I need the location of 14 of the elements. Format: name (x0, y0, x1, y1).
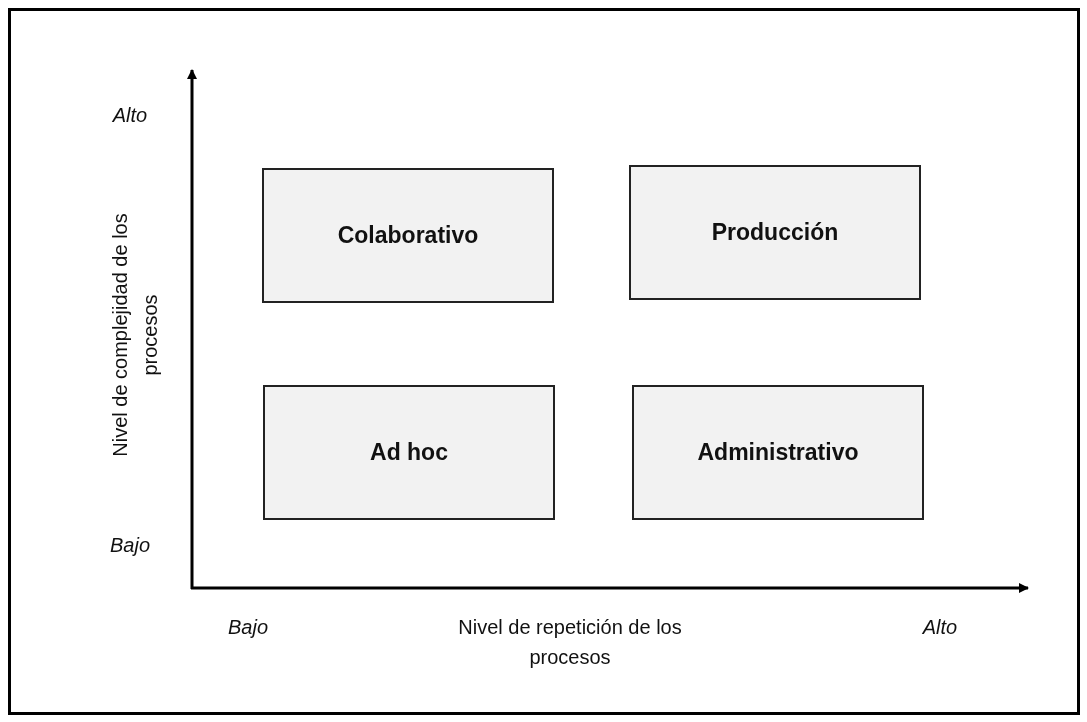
quadrant-label: Ad hoc (370, 439, 448, 466)
axis-end-label: Bajo (109, 533, 151, 558)
quadrant-label: Producción (711, 219, 839, 246)
axis-title: Nivel de repetición de los procesos (457, 615, 683, 670)
quadrant-box (632, 385, 924, 520)
axis-title: Nivel de complejidad de los procesos (108, 212, 162, 459)
quadrant-box (629, 165, 921, 300)
quadrant-label: Colaborativo (337, 222, 479, 249)
axis-end-label: Bajo (227, 615, 269, 640)
axis-end-label: Alto (111, 103, 149, 128)
axis-end-label: Alto (921, 615, 959, 640)
quadrant-box (262, 168, 554, 303)
quadrant-box (263, 385, 555, 520)
quadrant-label: Administrativo (697, 439, 859, 466)
